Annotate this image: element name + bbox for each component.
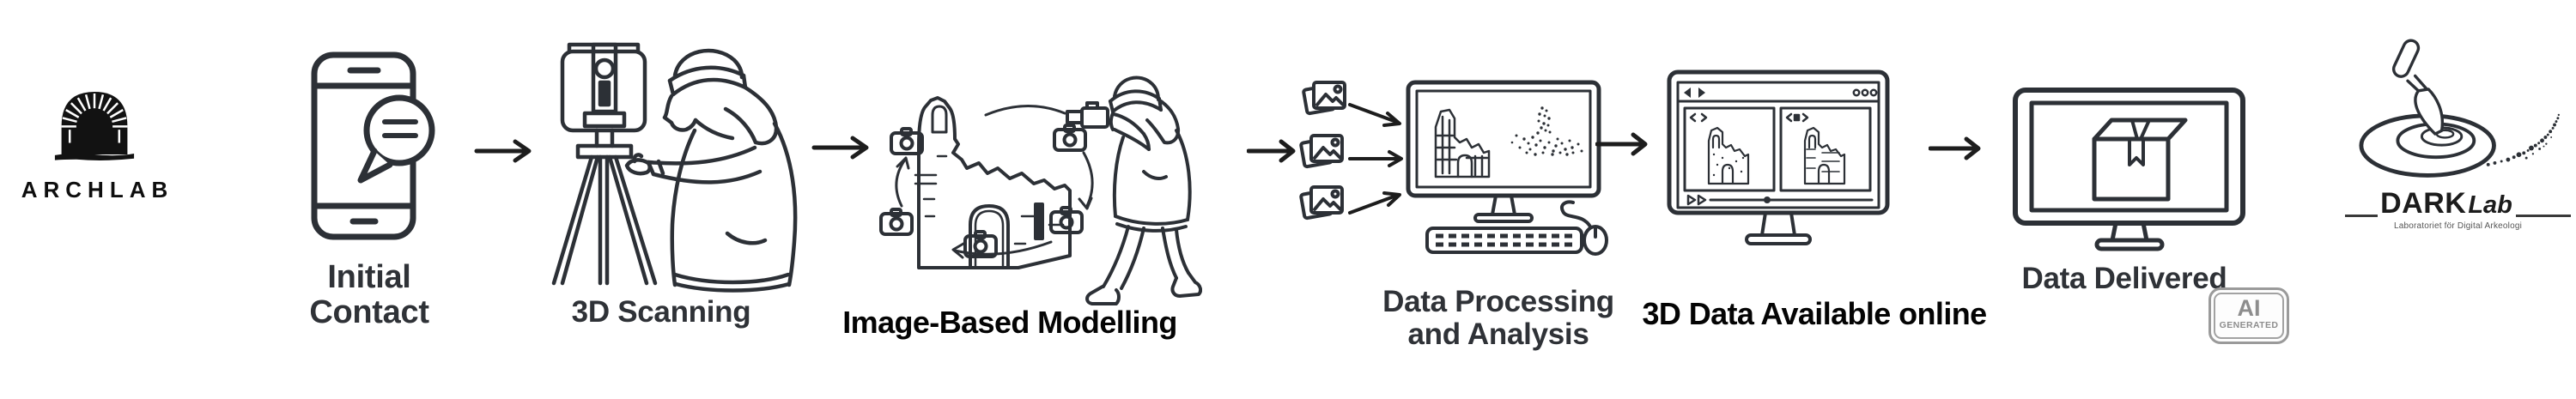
flow-arrow-3 bbox=[1247, 139, 1296, 163]
ai-badge-text: AI bbox=[2237, 295, 2261, 321]
flow-arrow-4 bbox=[1595, 132, 1648, 156]
darklab-wordmark: DARK Lab bbox=[2340, 187, 2576, 221]
point-cloud bbox=[1510, 106, 1583, 156]
ai-badge-subtext: GENERATED bbox=[2219, 320, 2279, 330]
phone-chat-icon bbox=[311, 51, 435, 240]
archlab-wordmark: ARCHLAB bbox=[21, 177, 174, 203]
step-label-3d-scanning: 3D Scanning bbox=[571, 295, 751, 329]
step-label-3d-data-online: 3D Data Available online bbox=[1642, 296, 1987, 331]
photogrammetry-church-illustration bbox=[879, 76, 1202, 305]
debris-trail bbox=[2486, 113, 2561, 166]
stone-arch-icon bbox=[54, 92, 135, 160]
rule-left bbox=[2345, 215, 2379, 217]
desktop-workstation-illustration bbox=[1298, 80, 1608, 256]
archlab-logo: ARCHLAB bbox=[9, 74, 180, 203]
browser-3d-viewer-illustration bbox=[1667, 70, 1890, 245]
ai-generated-badge: AI GENERATED bbox=[2208, 287, 2289, 344]
package-monitor-illustration bbox=[2013, 88, 2245, 251]
step-label-initial-contact: Initial Contact bbox=[309, 259, 429, 331]
step-label-data-processing: Data Processing and Analysis bbox=[1382, 285, 1614, 351]
step-label-data-delivered: Data Delivered bbox=[2021, 262, 2227, 295]
rule-right bbox=[2515, 215, 2571, 217]
flow-arrow-1 bbox=[474, 139, 532, 163]
step-label-image-based-modelling: Image-Based Modelling bbox=[842, 305, 1177, 340]
trowel-spiral-icon bbox=[2359, 39, 2561, 178]
flow-arrow-2 bbox=[811, 136, 869, 160]
darklab-logo: DARK Lab Laboratoriet för Digital Arkeol… bbox=[2340, 38, 2576, 239]
flow-arrow-5 bbox=[1929, 136, 1981, 160]
laser-scanner-tripod-illustration bbox=[551, 42, 798, 293]
darklab-tagline: Laboratoriet för Digital Arkeologi bbox=[2393, 221, 2523, 231]
